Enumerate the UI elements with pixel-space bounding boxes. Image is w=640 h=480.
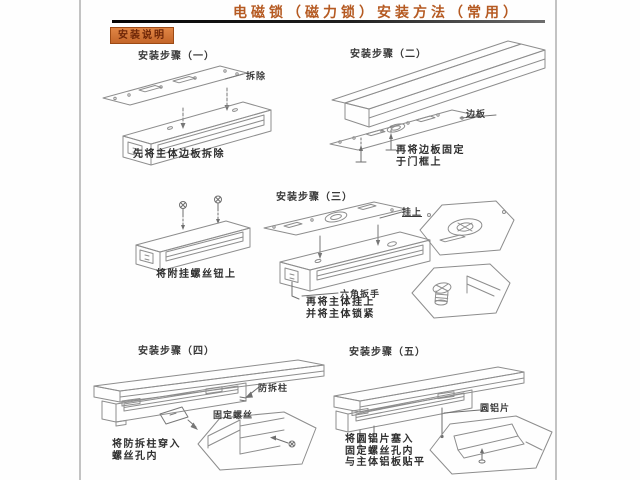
step1-caption: 先将主体边板拆除 [133, 149, 225, 161]
step3-wrench-callout: 六角扳手 [340, 290, 381, 300]
step2-label: 安装步骤（二） [350, 49, 427, 60]
caption-line: 将附挂螺丝钮上 [156, 269, 237, 280]
caption-line: 将防拆柱穿入 [112, 439, 181, 450]
detail-hexagon-top [419, 200, 515, 256]
disc-leader-lines [358, 407, 481, 448]
step3-label: 安装步骤（三） [276, 192, 353, 203]
caption-line: 于门框上 [396, 156, 442, 168]
door-frame-drawing [331, 40, 546, 128]
caption-line: 先将主体边板拆除 [133, 149, 225, 160]
step5-caption: 将圆铝片塞入 固定螺丝孔内 与主体铝板贴平 [345, 434, 426, 469]
step4-caption: 将防拆柱穿入 螺丝孔内 [112, 439, 181, 462]
attach-screws-diagram [135, 195, 251, 272]
door-frame-drawing [93, 359, 325, 403]
lock-body-drawing [279, 231, 431, 292]
step5-diagram [333, 366, 553, 475]
lock-body-drawing [122, 101, 272, 166]
caption-line: 并将主体锁紧 [306, 308, 375, 320]
mounting-plate-drawing [263, 201, 407, 236]
hang-leader-lines [317, 211, 403, 259]
step4-screw-callout: 固定螺丝 [213, 411, 254, 421]
plate-label-leader [459, 114, 497, 119]
lock-body-drawing [335, 389, 473, 433]
lock-body-drawing [135, 220, 251, 272]
title-underline-rule [112, 20, 545, 23]
step4-post-callout: 防拆柱 [258, 384, 289, 394]
step2-diagram [329, 40, 546, 163]
hex-wrench-drawing [291, 281, 339, 300]
side-plate-drawing [102, 65, 248, 106]
fixing-bolts [355, 125, 397, 163]
detail-hexagon [429, 415, 553, 475]
caption-line: 与主体铝板贴平 [345, 457, 426, 468]
page-right-edge-line [555, 0, 557, 480]
step5-disc-callout: 圆铝片 [480, 404, 511, 414]
caption-line: 将圆铝片塞入 [345, 434, 414, 445]
step1-diagram [102, 65, 272, 166]
caption-line: 再将主体挂上 [306, 297, 375, 308]
door-frame-drawing [333, 366, 525, 413]
hanging-screws [179, 195, 222, 230]
step2-caption: 再将边板固定 于门框上 [396, 145, 465, 168]
step3-diagram [263, 200, 515, 319]
caption-line: 螺丝孔内 [112, 450, 158, 462]
step5-label: 安装步骤（五） [349, 347, 426, 358]
side-plate-drawing [329, 109, 481, 151]
detail-hexagon-bottom [411, 263, 511, 319]
attach-caption: 将附挂螺丝钮上 [156, 269, 237, 281]
step3-hang-callout: 挂上 [402, 208, 423, 218]
fixing-plate-drawing [159, 406, 198, 430]
page-title: 电磁锁（磁力锁）安装方法（常用） [233, 5, 521, 21]
step1-remove-callout: 拆除 [246, 72, 267, 82]
detail-hexagon [197, 411, 317, 471]
post-leader [239, 386, 260, 402]
caption-line: 固定螺丝孔内 [345, 445, 414, 457]
step3-caption: 再将主体挂上 并将主体锁紧 [306, 297, 375, 320]
step4-label: 安装步骤（四） [138, 346, 215, 357]
removal-leader-lines [180, 73, 244, 129]
page-left-edge-line [79, 0, 81, 480]
step2-plate-callout: 边板 [466, 110, 487, 120]
step4-diagram [93, 359, 325, 471]
section-badge: 安装说明 [110, 27, 174, 44]
step1-label: 安装步骤（一） [138, 51, 215, 62]
caption-line: 再将边板固定 [396, 145, 465, 156]
